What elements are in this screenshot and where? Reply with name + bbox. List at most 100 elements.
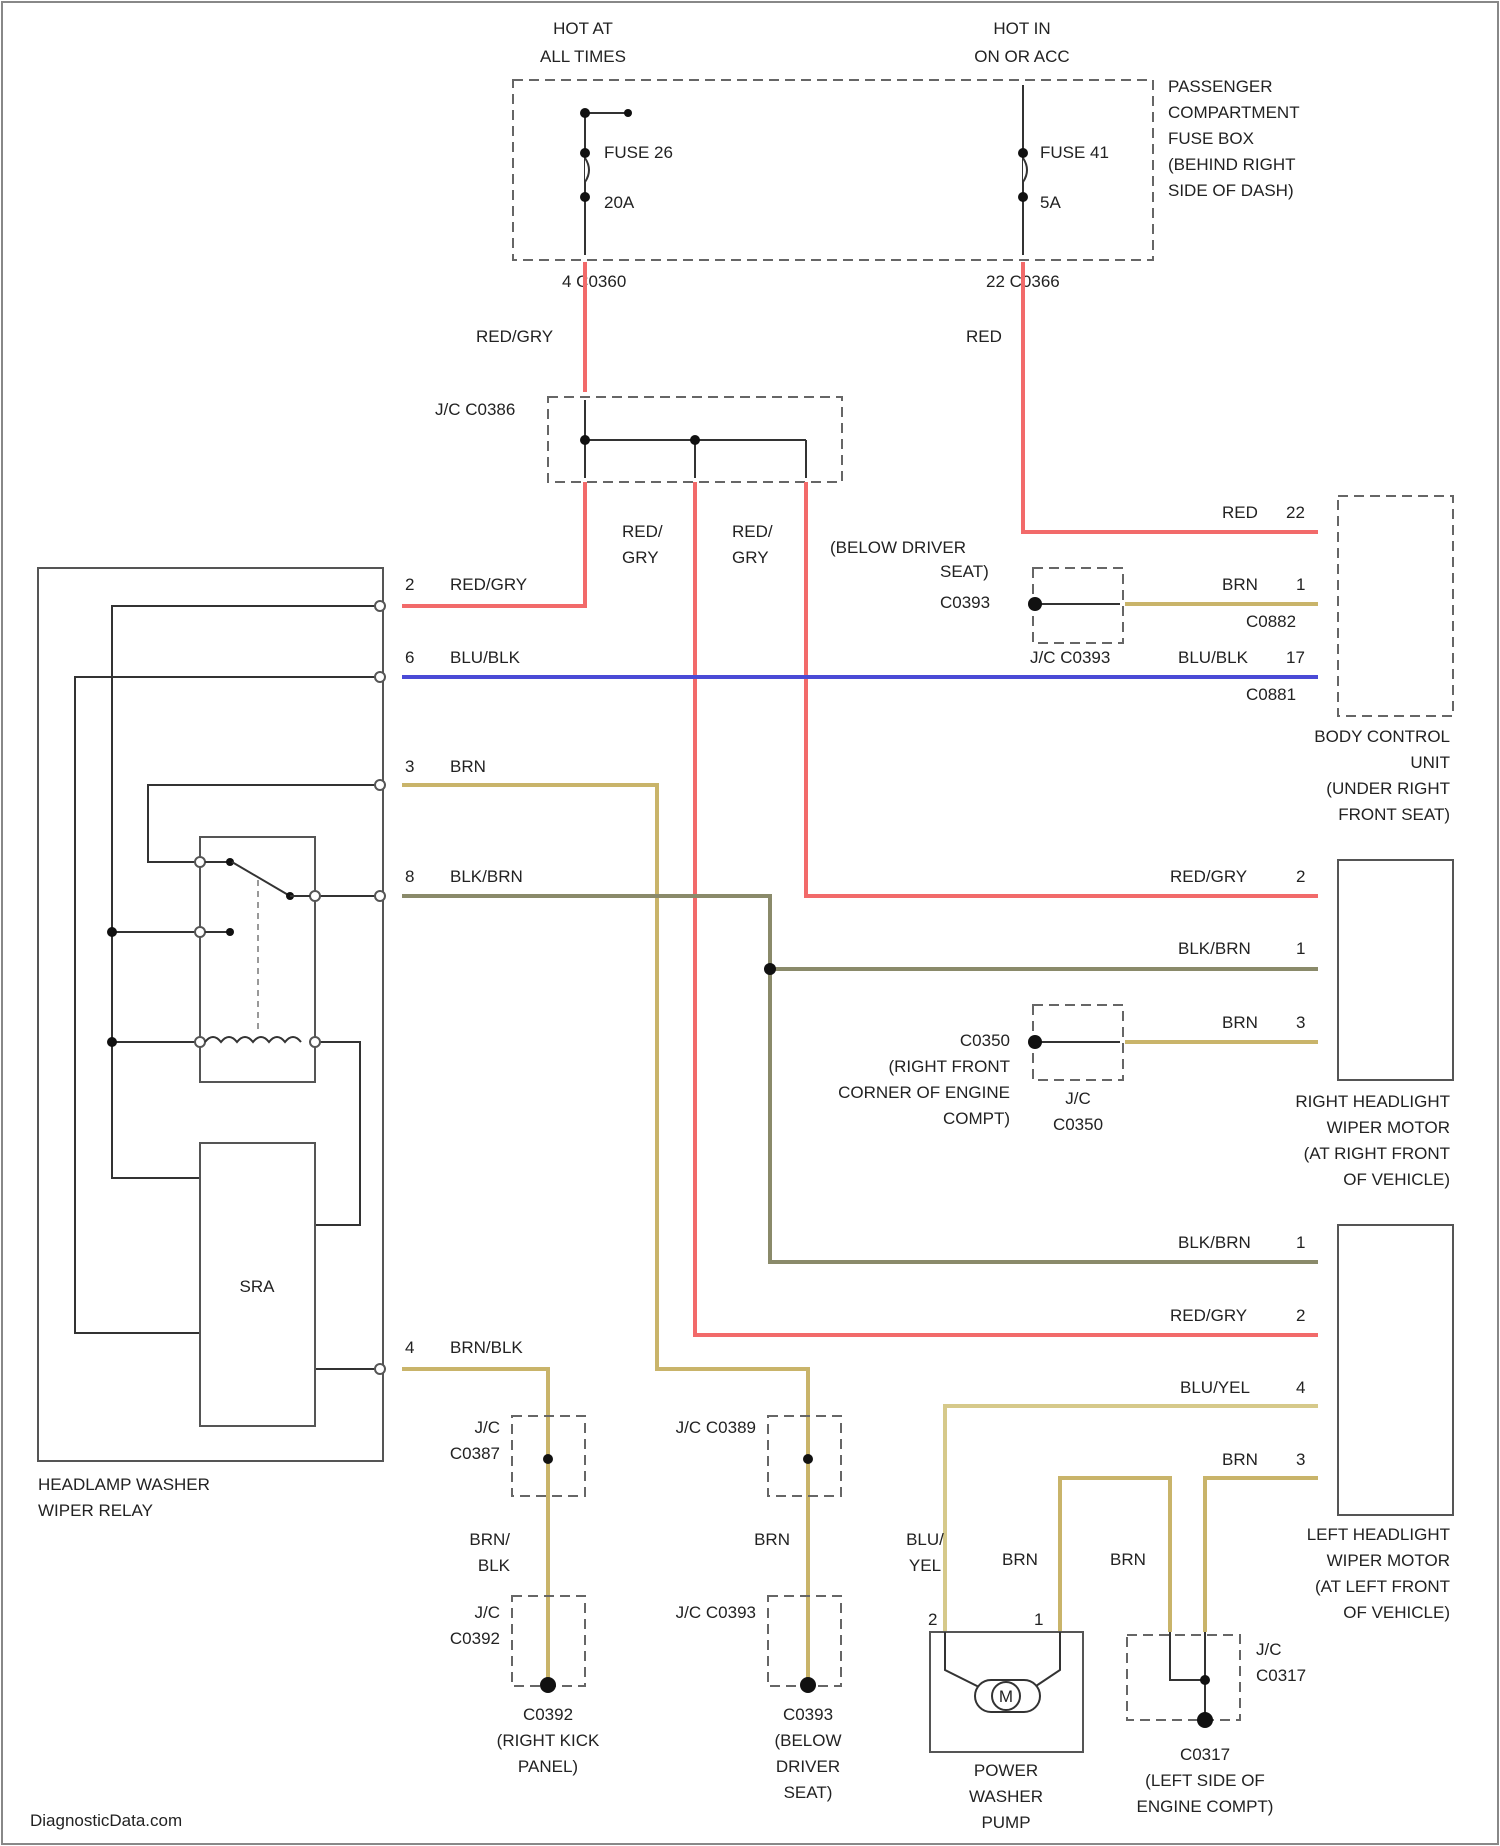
c0317-loc-2: ENGINE COMPT) <box>1137 1797 1274 1816</box>
c0393-label: C0393 <box>940 593 990 612</box>
c0317-loc-1: (LEFT SIDE OF <box>1145 1771 1265 1790</box>
bcu-outline <box>1338 496 1453 716</box>
bcu-blublk-pin: 17 <box>1286 648 1305 667</box>
rh-motor-label-4: OF VEHICLE) <box>1343 1170 1450 1189</box>
hot-at-all-times-label-2: ALL TIMES <box>540 47 626 66</box>
rh-blkbrn-label: BLK/BRN <box>1178 939 1251 958</box>
c0350-ground <box>1028 1035 1042 1049</box>
c0393b-loc-2: DRIVER <box>776 1757 840 1776</box>
lh-brn-pin: 3 <box>1296 1450 1305 1469</box>
bcu-label-4: FRONT SEAT) <box>1338 805 1450 824</box>
relay-label-2: WIPER RELAY <box>38 1501 153 1520</box>
connector-c0360-label: 4 C0360 <box>562 272 626 291</box>
jc-c0387-label-1: J/C <box>475 1418 501 1437</box>
lh-brn-label: BRN <box>1222 1450 1258 1469</box>
c0393b-ground <box>800 1677 816 1693</box>
c0392-loc-1: (RIGHT KICK <box>497 1731 600 1750</box>
lh-redgry-pin: 2 <box>1296 1306 1305 1325</box>
pump-motor-symbol: M <box>999 1687 1013 1706</box>
fuse-41: FUSE 41 5A <box>1018 85 1109 255</box>
bcu-label-2: UNIT <box>1410 753 1450 772</box>
relay-pin2-color: RED/GRY <box>450 575 527 594</box>
fuse-box-label-3: FUSE BOX <box>1168 129 1254 148</box>
jc-c0393-outline <box>1033 568 1123 643</box>
relay-pin4-color: BRN/BLK <box>450 1338 523 1357</box>
wire-brn-lh-motor <box>1205 1478 1318 1632</box>
wire-red-gry-label: RED/GRY <box>476 327 553 346</box>
blu-yel-v-1: BLU/ <box>906 1530 944 1549</box>
bcu-brn-pin: 1 <box>1296 575 1305 594</box>
relay-module-label: SRA <box>240 1277 276 1296</box>
footer-label: DiagnosticData.com <box>30 1811 182 1830</box>
relay-pin3-color: BRN <box>450 757 486 776</box>
jc-c0386-bus <box>580 400 806 478</box>
brn-blk-v-2: BLK <box>478 1556 511 1575</box>
fuse-box-label-2: COMPARTMENT <box>1168 103 1300 122</box>
c0350-label: C0350 <box>960 1031 1010 1050</box>
brn-317-label: BRN <box>1110 1550 1146 1569</box>
jc-c0387-label-2: C0387 <box>450 1444 500 1463</box>
fuse-box-label-1: PASSENGER <box>1168 77 1273 96</box>
relay-outline <box>38 568 383 1461</box>
lh-redgry-label: RED/GRY <box>1170 1306 1247 1325</box>
below-driver-seat-2: SEAT) <box>940 562 989 581</box>
relay-pin6-color: BLU/BLK <box>450 648 521 667</box>
c0317-label: C0317 <box>1180 1745 1230 1764</box>
brn-blk-v-1: BRN/ <box>469 1530 510 1549</box>
lh-bluyel-pin: 4 <box>1296 1378 1305 1397</box>
hot-in-acc-label-1: HOT IN <box>993 19 1050 38</box>
pump-pin1: 1 <box>1034 1610 1043 1629</box>
pump-label-2: WASHER <box>969 1787 1043 1806</box>
jc-c0393b-outline <box>768 1596 841 1686</box>
fuse-26-rating: 20A <box>604 193 635 212</box>
jc-c0350-label-1: J/C <box>1065 1089 1091 1108</box>
jc-c0392-label-2: C0392 <box>450 1629 500 1648</box>
wire-blu-yel <box>945 1406 1318 1632</box>
wire-red-gry-b-1: RED/ <box>732 522 773 541</box>
jc-c0392-label-1: J/C <box>475 1603 501 1622</box>
relay-pin4-number: 4 <box>405 1338 414 1357</box>
rh-redgry-label: RED/GRY <box>1170 867 1247 886</box>
relay-label-1: HEADLAMP WASHER <box>38 1475 210 1494</box>
bcu-label-3: (UNDER RIGHT <box>1326 779 1450 798</box>
pump-label-3: PUMP <box>981 1813 1030 1832</box>
c0393b-loc-3: SEAT) <box>784 1783 833 1802</box>
fuse-41-rating: 5A <box>1040 193 1061 212</box>
fuse-41-name: FUSE 41 <box>1040 143 1109 162</box>
fuse-box-label-5: SIDE OF DASH) <box>1168 181 1294 200</box>
fuse-box-label-4: (BEHIND RIGHT <box>1168 155 1296 174</box>
bcu-brn-label: BRN <box>1222 575 1258 594</box>
rh-motor-label-1: RIGHT HEADLIGHT <box>1295 1092 1450 1111</box>
rh-redgry-pin: 2 <box>1296 867 1305 886</box>
lh-blkbrn-label: BLK/BRN <box>1178 1233 1251 1252</box>
jc-c0317-label-2: C0317 <box>1256 1666 1306 1685</box>
brn-pump-label: BRN <box>1002 1550 1038 1569</box>
rh-brn-label: BRN <box>1222 1013 1258 1032</box>
pump-pin2: 2 <box>928 1610 937 1629</box>
c0393b-label: C0393 <box>783 1705 833 1724</box>
lh-motor-outline <box>1338 1225 1453 1515</box>
rh-motor-outline <box>1338 860 1453 1080</box>
c0393b-loc-1: (BELOW <box>774 1731 841 1750</box>
c0350-loc-1: (RIGHT FRONT <box>888 1057 1010 1076</box>
bcu-c0881: C0881 <box>1246 685 1296 704</box>
lh-blkbrn-pin: 1 <box>1296 1233 1305 1252</box>
lh-bluyel-label: BLU/YEL <box>1180 1378 1250 1397</box>
c0392-ground <box>540 1677 556 1693</box>
fuse-26: FUSE 26 20A <box>580 108 673 255</box>
relay-internals: SRA <box>75 606 380 1426</box>
jc-c0393b-label: J/C C0393 <box>676 1603 756 1622</box>
rh-brn-pin: 3 <box>1296 1013 1305 1032</box>
relay-pin3-number: 3 <box>405 757 414 776</box>
bcu-blublk-label: BLU/BLK <box>1178 648 1249 667</box>
relay-pin8-color: BLK/BRN <box>450 867 523 886</box>
lh-motor-label-4: OF VEHICLE) <box>1343 1603 1450 1622</box>
brn-v-label: BRN <box>754 1530 790 1549</box>
rh-blkbrn-pin: 1 <box>1296 939 1305 958</box>
below-driver-seat-1: (BELOW DRIVER <box>830 538 966 557</box>
relay-pin2-number: 2 <box>405 575 414 594</box>
jc-c0317-outline <box>1127 1635 1240 1720</box>
wire-red-label: RED <box>966 327 1002 346</box>
lh-motor-label-2: WIPER MOTOR <box>1327 1551 1450 1570</box>
